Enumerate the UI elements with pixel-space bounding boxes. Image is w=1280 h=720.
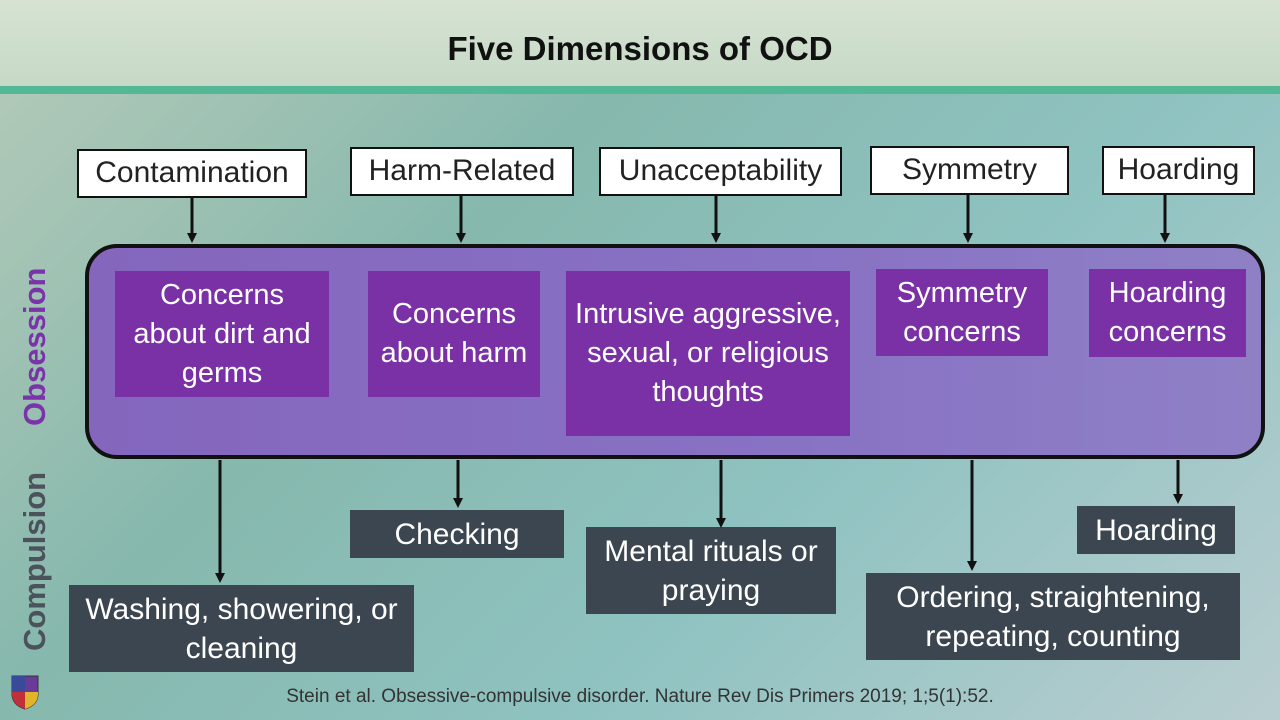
dimension-harm-related: Harm-Related [350, 147, 574, 196]
compulsion-washing: Washing, showering, or cleaning [69, 585, 414, 672]
title-band [0, 0, 1280, 86]
compulsion-checking: Checking [350, 510, 564, 558]
title-rule [0, 86, 1280, 94]
compulsion-mental-rituals: Mental rituals or praying [586, 527, 836, 614]
obsession-symmetry: Symmetry concerns [876, 269, 1048, 356]
obsession-contamination: Concerns about dirt and germs [115, 271, 329, 397]
citation: Stein et al. Obsessive-compulsive disord… [286, 686, 994, 707]
obsession-harm: Concerns about harm [368, 271, 540, 397]
slide-title: Five Dimensions of OCD [447, 30, 833, 67]
compulsion-ordering: Ordering, straightening, repeating, coun… [866, 573, 1240, 660]
obsession-hoarding: Hoarding concerns [1089, 269, 1246, 357]
compulsion-side-label: Compulsion [17, 471, 52, 651]
obsession-side-label: Obsession [17, 267, 52, 427]
dimension-symmetry: Symmetry [870, 146, 1069, 195]
dimension-unacceptability: Unacceptability [599, 147, 842, 196]
obsession-unacceptability: Intrusive aggressive, sexual, or religio… [566, 271, 850, 436]
compulsion-hoarding: Hoarding [1077, 506, 1235, 554]
dimension-hoarding: Hoarding [1102, 146, 1255, 195]
dimension-contamination: Contamination [77, 149, 307, 198]
shield-logo-icon [11, 675, 39, 710]
